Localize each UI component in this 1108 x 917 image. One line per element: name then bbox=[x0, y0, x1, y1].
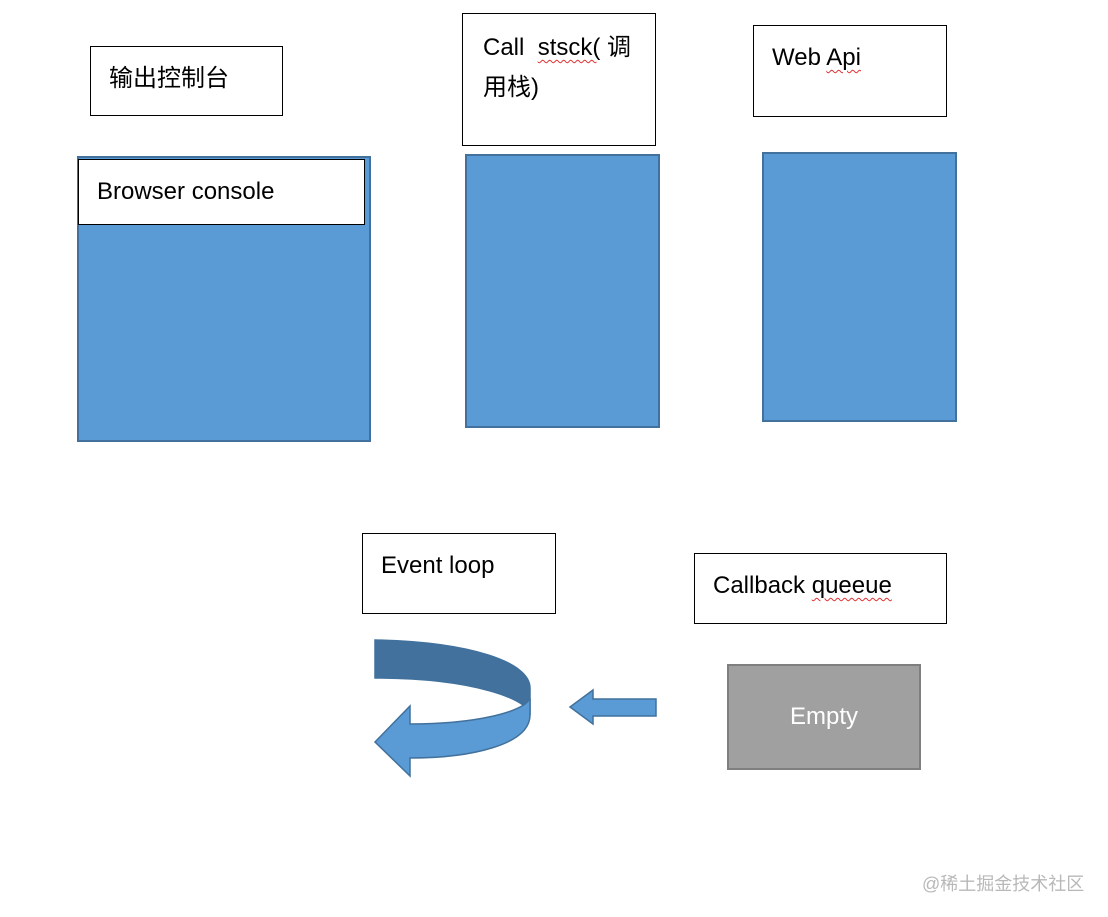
web-api-label: Web Api bbox=[753, 25, 947, 117]
web-api-block bbox=[762, 152, 957, 422]
call-stack-text-4: 用栈) bbox=[483, 74, 539, 101]
event-loop-text: Event loop bbox=[381, 552, 495, 579]
call-stack-text-3: 调 bbox=[607, 34, 632, 61]
call-stack-block bbox=[465, 154, 660, 428]
browser-console-label: Browser console bbox=[78, 159, 365, 225]
left-arrow-icon bbox=[568, 688, 657, 726]
call-stack-label: Call stsck( 调 用栈) bbox=[462, 13, 656, 146]
callback-queue-label: Callback queeue bbox=[694, 553, 947, 624]
watermark: @稀土掘金技术社区 bbox=[922, 874, 1085, 894]
console-cn-label: 输出控制台 bbox=[90, 46, 283, 116]
callback-queue-text-2: queeue bbox=[811, 572, 892, 599]
empty-block: Empty bbox=[727, 664, 921, 770]
call-stack-text-1: Call bbox=[483, 34, 525, 61]
empty-text: Empty bbox=[789, 703, 858, 730]
browser-console-text: Browser console bbox=[97, 178, 275, 205]
web-api-text-1: Web bbox=[772, 44, 821, 71]
call-stack-text-2: stsck( bbox=[537, 34, 601, 61]
callback-queue-text-1: Callback bbox=[713, 572, 806, 599]
console-cn-text: 输出控制台 bbox=[109, 65, 229, 92]
event-loop-curved-arrow-icon bbox=[373, 639, 531, 778]
event-loop-label: Event loop bbox=[362, 533, 556, 614]
web-api-text-2: Api bbox=[826, 44, 861, 71]
